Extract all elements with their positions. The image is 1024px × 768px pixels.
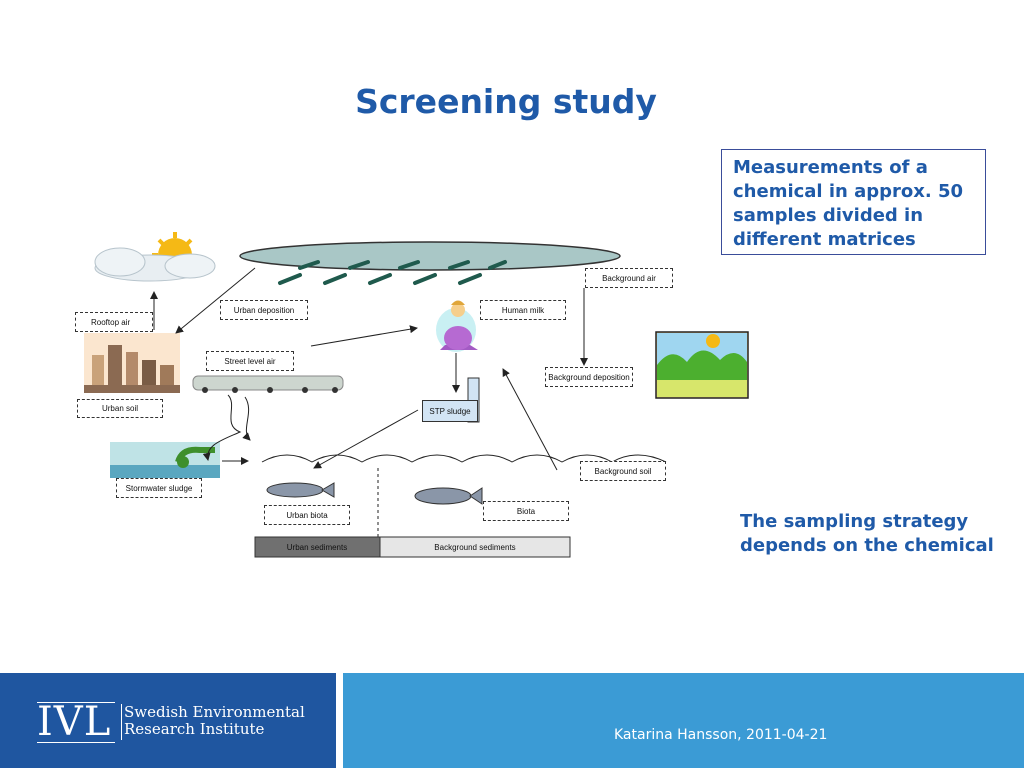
label-stormwater-sludge: Stormwater sludge bbox=[116, 478, 202, 498]
cars-icon bbox=[192, 375, 344, 393]
mother-child-icon bbox=[436, 300, 478, 352]
footer-left-panel bbox=[0, 673, 336, 768]
landscape-icon bbox=[655, 331, 749, 399]
logo-top-rule bbox=[37, 702, 115, 703]
label-urban-deposition: Urban deposition bbox=[220, 300, 308, 320]
fish-icon bbox=[266, 482, 483, 505]
label-street-level-air: Street level air bbox=[206, 351, 294, 371]
author-date: Katarina Hansson, 2011-04-21 bbox=[614, 727, 828, 743]
slide-title: Screening study bbox=[355, 82, 657, 121]
sun-cloud-icon bbox=[94, 232, 216, 282]
sampling-strategy-note: The sampling strategy depends on the che… bbox=[740, 511, 994, 556]
label-urban-sediments: Urban sediments bbox=[286, 542, 348, 552]
label-urban-biota: Urban biota bbox=[264, 505, 350, 525]
label-background-sediments: Background sediments bbox=[434, 542, 516, 552]
ivl-logo: IVL bbox=[37, 699, 112, 745]
logo-separator bbox=[121, 704, 122, 740]
label-stp-sludge: STP sludge bbox=[422, 400, 478, 422]
institute-name: Swedish Environmental Research Institute bbox=[124, 704, 305, 738]
label-biota: Biota bbox=[483, 501, 569, 521]
label-background-air: Background air bbox=[585, 268, 673, 288]
rain-cloud-icon bbox=[239, 241, 621, 285]
institute-line-1: Swedish Environmental bbox=[124, 703, 305, 721]
label-background-deposition: Background deposition bbox=[545, 367, 633, 387]
label-background-soil: Background soil bbox=[580, 461, 666, 481]
logo-bottom-rule bbox=[37, 742, 115, 743]
label-rooftop-air: Rooftop air bbox=[75, 312, 153, 332]
label-urban-soil: Urban soil bbox=[77, 399, 163, 418]
measurements-callout: Measurements of a chemical in approx. 50… bbox=[721, 149, 986, 255]
label-human-milk: Human milk bbox=[480, 300, 566, 320]
institute-line-2: Research Institute bbox=[124, 720, 265, 738]
city-icon bbox=[84, 333, 180, 393]
footer-right-panel bbox=[343, 673, 1024, 768]
stormwater-icon bbox=[110, 442, 220, 478]
